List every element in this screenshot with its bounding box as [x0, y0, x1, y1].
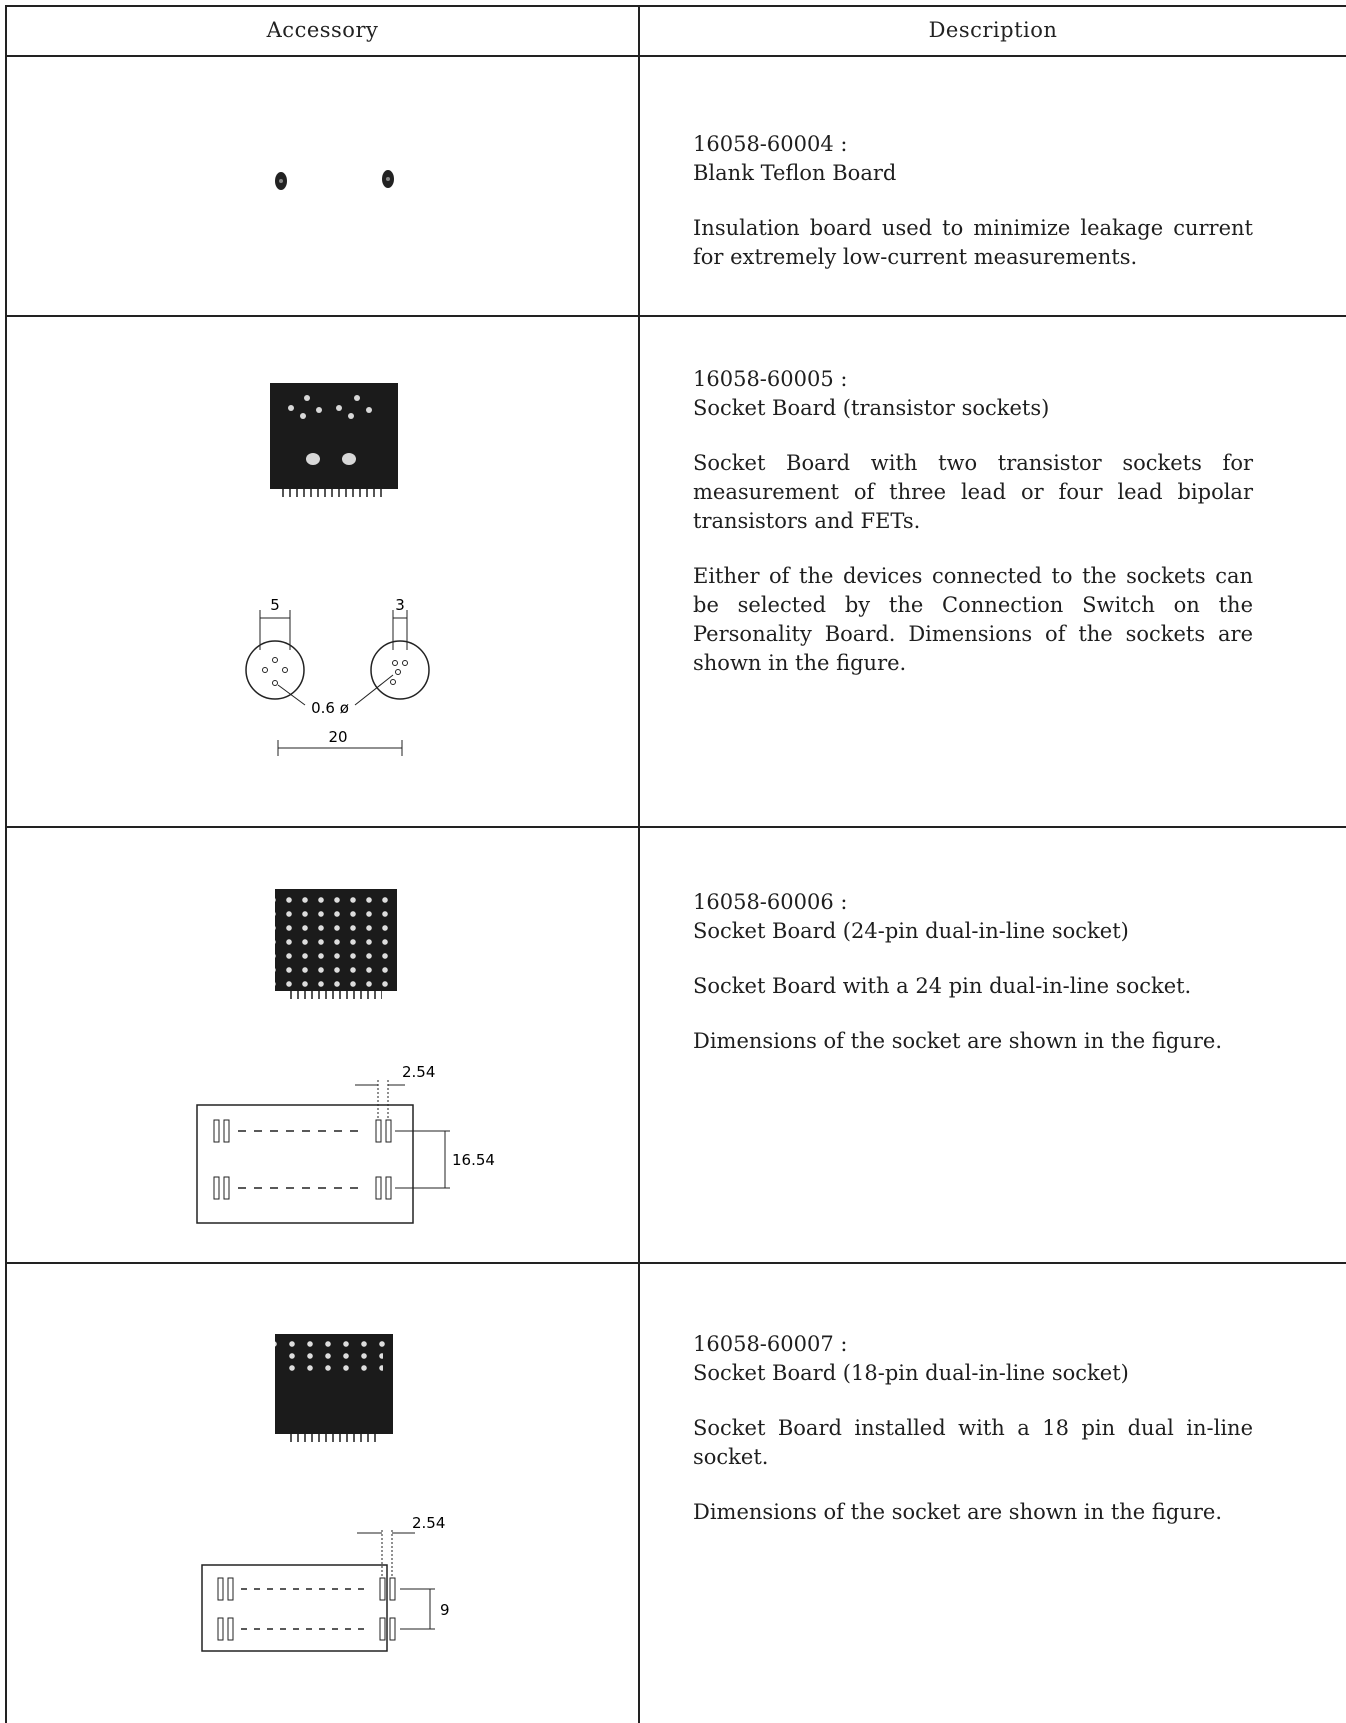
transistor-socket-dimension-figure: 5 3 0.6 ø 20 [245, 596, 430, 756]
part-title: Socket Board (transistor sockets) [693, 396, 1050, 420]
part-number: 16058-60004 : [693, 132, 848, 156]
part-number: 16058-60005 : [693, 367, 848, 391]
description-paragraph: Insulation board used to minimize leakag… [693, 216, 1253, 269]
column-divider [638, 5, 640, 1723]
description-paragraph: Socket Board with two transistor sockets… [693, 451, 1253, 533]
description-paragraph: Socket Board installed with a 18 pin dua… [693, 1416, 1253, 1469]
description-paragraph: Socket Board with a 24 pin dual-in-line … [693, 974, 1192, 998]
part-title: Socket Board (18-pin dual-in-line socket… [693, 1361, 1129, 1385]
part-number: 16058-60006 : [693, 890, 848, 914]
description-paragraph: Dimensions of the socket are shown in th… [693, 1500, 1223, 1524]
part-number: 16058-60007 : [693, 1332, 848, 1356]
part-title: Blank Teflon Board [693, 161, 897, 185]
row-divider [5, 315, 1346, 317]
dip24-dimension-figure: 2.54 16.54 [196, 1063, 495, 1224]
dim-label: 2.54 [402, 1063, 435, 1081]
header-accessory: Accessory [266, 18, 379, 42]
row-description: 16058-60007 : Socket Board (18-pin dual-… [693, 1330, 1253, 1527]
dim-label: 5 [270, 596, 280, 614]
dim-label: 16.54 [452, 1151, 495, 1169]
dim-label: 20 [328, 728, 347, 746]
part-title: Socket Board (24-pin dual-in-line socket… [693, 919, 1129, 943]
dim-label: 9 [440, 1601, 450, 1619]
dip24-socket-board-photo [275, 889, 397, 991]
socket-pins [290, 1434, 378, 1442]
dim-label: 3 [395, 596, 405, 614]
dip18-socket-board-photo [275, 1334, 393, 1434]
header-divider [5, 55, 1346, 57]
header-description: Description [928, 18, 1058, 42]
row-description: 16058-60005 : Socket Board (transistor s… [693, 365, 1253, 678]
row-description: 16058-60006 : Socket Board (24-pin dual-… [693, 888, 1253, 1056]
description-paragraph: Dimensions of the socket are shown in th… [693, 1029, 1223, 1053]
description-paragraph: Either of the devices connected to the s… [693, 564, 1253, 675]
socket-pins [290, 991, 382, 999]
dim-label: 0.6 ø [311, 699, 349, 717]
transistor-socket-board-photo [270, 383, 398, 489]
row-divider [5, 1262, 1346, 1264]
dip18-dimension-figure: 2.54 9 [201, 1514, 450, 1652]
socket-pins [282, 489, 382, 497]
table-border-top [5, 5, 1346, 7]
teflon-board-photo [275, 170, 394, 190]
row-description: 16058-60004 : Blank Teflon Board Insulat… [693, 130, 1253, 272]
row-divider [5, 826, 1346, 828]
table-border-left [5, 5, 7, 1723]
dim-label: 2.54 [412, 1514, 445, 1532]
